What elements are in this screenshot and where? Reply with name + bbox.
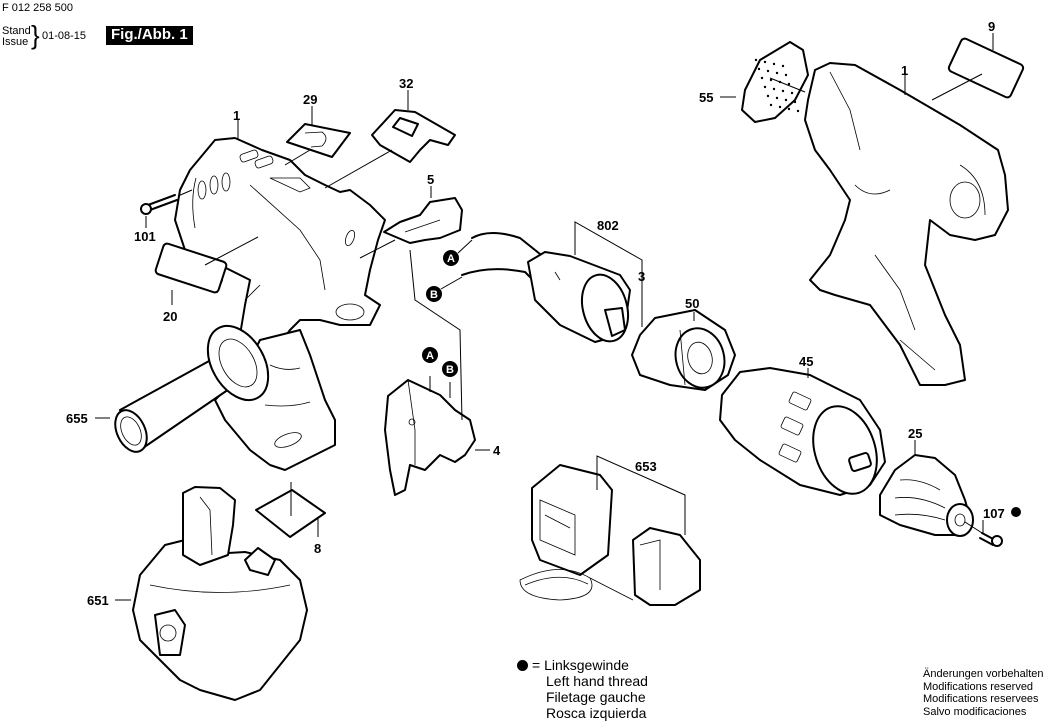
- gear-housing-50-part: [631, 309, 736, 391]
- issue-date: 01-08-15: [42, 30, 87, 42]
- vent-hole: [775, 96, 779, 100]
- legend-line-es: Rosca izquierda: [546, 705, 647, 721]
- callout-switch-cover-32: 32: [399, 76, 413, 91]
- modifications-fr: Modifications reservees: [923, 693, 1039, 705]
- left-hand-thread-icon: [517, 660, 528, 671]
- brace-symbol: }: [31, 20, 40, 50]
- label-8-part: [255, 482, 326, 538]
- callout-housing-left: 1: [233, 108, 240, 123]
- connector-a-switch: A: [422, 347, 438, 363]
- modifications-de: Änderungen vorbehalten: [923, 668, 1044, 680]
- screw-101-part: [140, 189, 193, 215]
- connector-b-motor: B: [426, 276, 463, 302]
- vent-hole: [775, 71, 779, 75]
- vent-hole: [793, 100, 797, 104]
- callout-vent-cover-55: 55: [699, 90, 713, 105]
- vent-hole: [769, 78, 773, 82]
- legend-line-en: Left hand thread: [546, 673, 648, 689]
- vent-hole: [772, 87, 776, 91]
- callout-housing-right: 1: [901, 63, 908, 78]
- vent-hole: [784, 73, 788, 77]
- document-number: F 012 258 500: [2, 2, 73, 14]
- switch-4-part: [384, 249, 476, 496]
- vent-hole: [760, 76, 764, 80]
- vent-hole: [763, 60, 767, 64]
- charger-653-part: [519, 455, 701, 606]
- thread-legend: = Linksgewinde Left hand thread Filetage…: [517, 657, 648, 721]
- vent-hole: [781, 64, 785, 68]
- left-hand-thread-marker: [1011, 507, 1021, 517]
- stand-label: Stand: [2, 25, 31, 37]
- vent-hole: [754, 58, 758, 62]
- callout-charger-653: 653: [635, 459, 657, 474]
- vent-hole: [766, 69, 770, 73]
- callout-motor-3: 3: [638, 269, 645, 284]
- connector-a-label: A: [447, 253, 455, 265]
- figure-label: Fig./Abb. 1: [106, 26, 193, 45]
- vent-hole: [757, 67, 761, 71]
- modifications-notice: Änderungen vorbehalten Modifications res…: [923, 668, 1043, 718]
- vent-cover-55-part: [741, 41, 809, 123]
- battery-651-part: [132, 486, 308, 701]
- callout-label-20: 20: [163, 309, 177, 324]
- callout-switch-4: 4: [493, 443, 501, 458]
- plate-29-part: [284, 123, 351, 166]
- modifications-en: Modifications reserved: [923, 680, 1034, 693]
- screw-107-part: [964, 521, 1003, 547]
- label-20-part: [154, 236, 259, 294]
- callout-gearbox-45: 45: [799, 354, 813, 369]
- vent-holes: [754, 58, 800, 113]
- housing-right-part: [804, 62, 1009, 386]
- callout-battery-651: 651: [87, 593, 109, 608]
- gearbox-45-part: [719, 367, 886, 496]
- modifications-es: Salvo modificaciones: [923, 705, 1027, 718]
- callout-gear-housing-50: 50: [685, 296, 699, 311]
- vent-hole: [778, 105, 782, 109]
- vent-hole: [772, 62, 776, 66]
- callout-motor-set-802: 802: [597, 218, 619, 233]
- callout-chuck-sleeve-25: 25: [908, 426, 922, 441]
- motor-3-part: [461, 232, 631, 343]
- callout-label-9: 9: [988, 19, 995, 34]
- callout-forward-reverse-5: 5: [427, 172, 434, 187]
- callout-label-8: 8: [314, 541, 321, 556]
- vent-hole: [787, 82, 791, 86]
- legend-symbol: =: [532, 657, 541, 673]
- aux-handle-part: [114, 325, 270, 453]
- housing-left-part: [174, 137, 386, 353]
- vent-hole: [787, 107, 791, 111]
- chuck-sleeve-25-part: [879, 454, 974, 537]
- switch-cover-32-part: [324, 109, 456, 189]
- leader-lines: [95, 33, 994, 601]
- vent-hole: [796, 109, 800, 113]
- callout-screw-107: 107: [983, 506, 1005, 521]
- issue-label: Issue: [2, 36, 29, 48]
- forward-reverse-5-part: [359, 197, 463, 259]
- vent-hole: [763, 85, 767, 89]
- vent-hole: [766, 94, 770, 98]
- connector-b-label: B: [430, 289, 438, 301]
- connector-a-motor: A: [443, 239, 473, 266]
- vent-hole: [781, 89, 785, 93]
- callout-plate-29: 29: [303, 92, 317, 107]
- callout-screw-101: 101: [134, 229, 156, 244]
- connector-b-switch: B: [442, 361, 458, 377]
- callout-aux-handle-655: 655: [66, 411, 88, 426]
- connector-b-switch-label: B: [446, 364, 454, 376]
- vent-hole: [769, 103, 773, 107]
- legend-line-de: Linksgewinde: [544, 657, 629, 673]
- legend-line-fr: Filetage gauche: [546, 689, 646, 705]
- vent-hole: [790, 91, 794, 95]
- connector-a-switch-label: A: [426, 350, 434, 362]
- vent-hole: [784, 98, 788, 102]
- label-9-part: [931, 37, 1025, 101]
